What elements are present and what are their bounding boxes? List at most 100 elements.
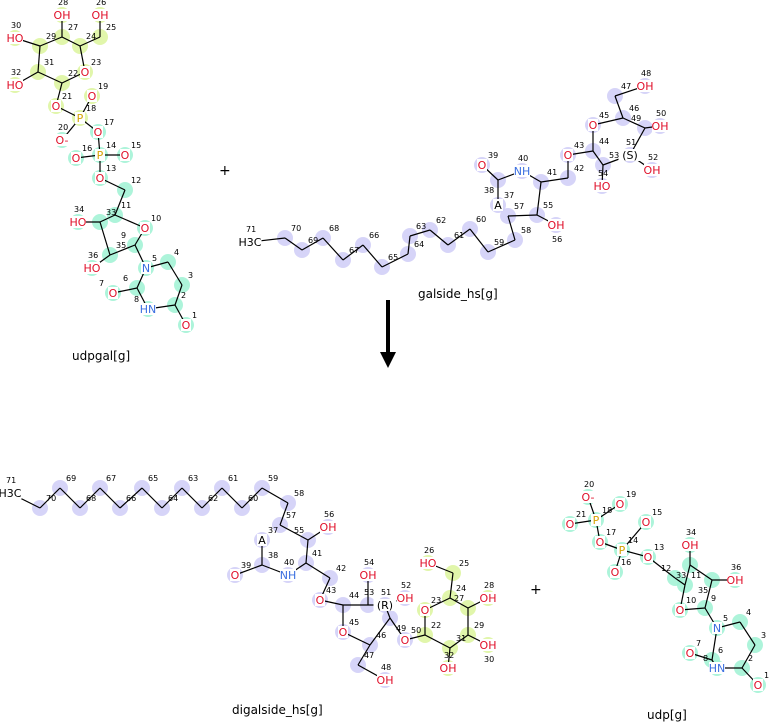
atom-number: 46 (376, 631, 386, 640)
atom-number: 12 (661, 564, 671, 573)
atom-element-label: OH (360, 569, 377, 582)
atom-element-label: OH (377, 674, 394, 687)
atom-number: 54 (364, 558, 374, 567)
bond (261, 487, 289, 504)
atom-element-label: HN (709, 662, 726, 675)
atom-number: 6 (123, 274, 128, 283)
atom-element-label: OH (92, 9, 109, 22)
atom-number: 27 (68, 23, 78, 32)
bond (487, 239, 516, 253)
atom-number: 46 (629, 104, 639, 113)
atom-number: 21 (576, 510, 586, 519)
atom-element-label: O (478, 159, 487, 172)
atom-label-bg (727, 574, 743, 586)
atom-element-label: O (564, 149, 573, 162)
atom-number: 39 (241, 561, 251, 570)
atom-label-bg (95, 149, 105, 161)
atom-element-label: HO (7, 79, 24, 92)
atom-element-label: (R) (377, 599, 393, 612)
atom-number: 3 (761, 631, 766, 640)
atom-number: 56 (552, 235, 562, 244)
atom-label-bg (675, 604, 685, 616)
atom-label-bg (238, 236, 262, 248)
atom-label-bg (70, 216, 86, 228)
atom-label-bg (594, 180, 610, 192)
atom-label-bg (440, 662, 456, 674)
atom-element-label: O (52, 100, 61, 113)
atom-label-bg (257, 534, 267, 546)
atom-element-label: O (94, 126, 103, 139)
atom-number: 56 (324, 510, 334, 519)
molecule-name-udpgal: udpgal[g] (72, 349, 130, 363)
atom-label-bg (548, 219, 564, 231)
atom-label-bg (709, 662, 725, 674)
atom-label-bg (397, 592, 413, 604)
atom-number: 24 (456, 584, 466, 593)
atom-number: 45 (349, 618, 359, 627)
atom-label-bg (652, 120, 668, 132)
atom-number: 60 (248, 494, 258, 503)
atom-label-bg (54, 134, 70, 146)
atom-number: 65 (388, 253, 398, 262)
atom-number: 7 (99, 279, 104, 288)
bond (99, 487, 121, 509)
atom-number: 42 (574, 164, 584, 173)
bond (109, 244, 136, 256)
atom-number: 49 (396, 624, 406, 633)
atom-number: 5 (723, 614, 728, 623)
label-background-layer (0, 9, 763, 691)
atom-number: 53 (609, 151, 619, 160)
atom-number: 25 (459, 559, 469, 568)
atom-number: 22 (431, 621, 441, 630)
atom-number: 33 (106, 208, 116, 217)
atom-label-bg (108, 287, 118, 299)
atom-element-label: O (72, 152, 81, 165)
atom-number: 29 (46, 32, 56, 41)
bond (61, 36, 81, 47)
atom-number: 44 (349, 591, 359, 600)
atom-number: 41 (547, 168, 557, 177)
atom-number: 48 (641, 69, 651, 78)
plus-sign-reactants: + (219, 163, 231, 179)
bond (741, 644, 756, 669)
atom-number: 27 (454, 594, 464, 603)
molecule-name-udp: udp[g] (647, 708, 687, 722)
atom-label-bg (140, 222, 150, 234)
atom-element-label: O (182, 319, 191, 332)
atom-number: 38 (484, 186, 494, 195)
atom-label-bg (7, 32, 23, 44)
bond (161, 487, 183, 509)
atom-number: 38 (268, 551, 278, 560)
atom-number: 58 (521, 226, 531, 235)
atom-label-bg (618, 149, 642, 161)
atom-element-label: A (258, 534, 266, 547)
atom-label-bg (477, 159, 487, 171)
atom-label-bg (420, 604, 430, 616)
atom-number: 68 (86, 494, 96, 503)
atom-number: 11 (121, 201, 131, 210)
atom-number: 12 (131, 176, 141, 185)
atom-element-label: O (616, 498, 625, 511)
bond (181, 487, 203, 509)
atom-element-label: O (421, 604, 430, 617)
atom-number: 4 (174, 248, 179, 257)
atom-number: 26 (96, 0, 106, 7)
atom-number: 17 (606, 528, 616, 537)
atom-element-label: O (754, 679, 763, 692)
bond (622, 117, 646, 129)
atom-number: 44 (599, 137, 609, 146)
atom-number: 70 (46, 494, 56, 503)
atom-element-label: O (121, 149, 130, 162)
bond (301, 237, 324, 251)
atom-number: 45 (599, 111, 609, 120)
atom-element-label: HO (84, 262, 101, 275)
bond (362, 244, 383, 268)
atom-element-label: O (686, 647, 695, 660)
atom-label-bg (181, 319, 191, 331)
atom-element-label: O (339, 626, 348, 639)
atom-number: 67 (106, 474, 116, 483)
bond (507, 214, 538, 217)
atom-number: 4 (746, 608, 751, 617)
